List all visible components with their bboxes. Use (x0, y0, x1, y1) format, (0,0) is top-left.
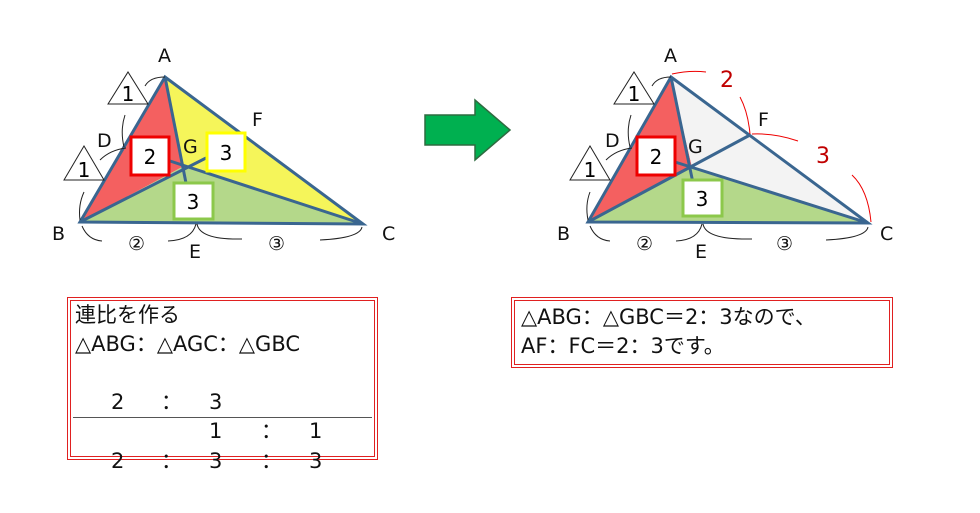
svg-text:1: 1 (584, 158, 597, 182)
ratio-row-1: 2：3 (111, 390, 223, 414)
svg-text:A: A (664, 45, 677, 67)
box-header: △ABG：△AGC：△GBC (75, 332, 301, 356)
ratio-triangle-ad: 1 (107, 71, 149, 106)
svg-text:②: ② (636, 233, 653, 255)
divider (73, 417, 372, 418)
conclusion-line-1: △ABG：△GBC＝2：3なので、 (521, 305, 816, 329)
svg-text:1: 1 (78, 158, 91, 182)
side-ratio-af: 2 (720, 68, 734, 93)
svg-text:F: F (758, 109, 769, 131)
svg-text:1: 1 (122, 82, 135, 106)
svg-text:E: E (189, 241, 201, 263)
svg-text:③: ③ (268, 233, 285, 255)
svg-text:1: 1 (628, 82, 641, 106)
side-ratio-fc: 3 (816, 144, 830, 169)
area-label-gbc: 3 (187, 190, 200, 214)
ratio-triangle-db: 1 (63, 145, 105, 182)
area-label-gbc: 3 (696, 187, 709, 211)
svg-text:C: C (880, 223, 893, 245)
svg-text:G: G (183, 136, 198, 158)
svg-text:F: F (252, 109, 263, 131)
ratio-triangle-db: 1 (569, 145, 611, 182)
conclusion-box: △ABG：△GBC＝2：3なので、 AF：FC＝2：3です。 (511, 297, 893, 368)
right-arrow-icon (424, 98, 512, 162)
ratio-row-2: 1：1 (209, 419, 323, 443)
svg-text:B: B (52, 223, 65, 245)
svg-text:G: G (688, 136, 703, 158)
svg-text:E: E (695, 241, 707, 263)
left-figure: 1 1 2 3 3 A B C D E F G ② ③ (52, 45, 395, 263)
svg-text:D: D (605, 130, 620, 152)
area-label-abg: 2 (144, 145, 157, 169)
ratio-triangle-ad: 1 (613, 71, 655, 106)
svg-text:A: A (158, 45, 171, 67)
svg-text:B: B (557, 223, 570, 245)
svg-text:③: ③ (776, 233, 793, 255)
triangle-gbc (588, 167, 868, 223)
area-label-agc: 3 (220, 141, 233, 165)
ratio-calculation-box: 連比を作る △ABG：△AGC：△GBC 2：3 1：1 2：3：3 (67, 297, 378, 473)
box-title: 連比を作る (75, 303, 180, 327)
right-figure: 2 3 1 1 2 3 A B C D E F G ② ③ (557, 45, 893, 263)
svg-text:②: ② (128, 233, 145, 255)
ratio-result-row: 2：3：3 (111, 449, 323, 473)
triangle-gbc (80, 166, 363, 224)
svg-text:C: C (382, 223, 395, 245)
conclusion-line-2: AF：FC＝2：3です。 (521, 334, 725, 358)
area-label-abg: 2 (650, 145, 663, 169)
svg-text:D: D (97, 130, 112, 152)
